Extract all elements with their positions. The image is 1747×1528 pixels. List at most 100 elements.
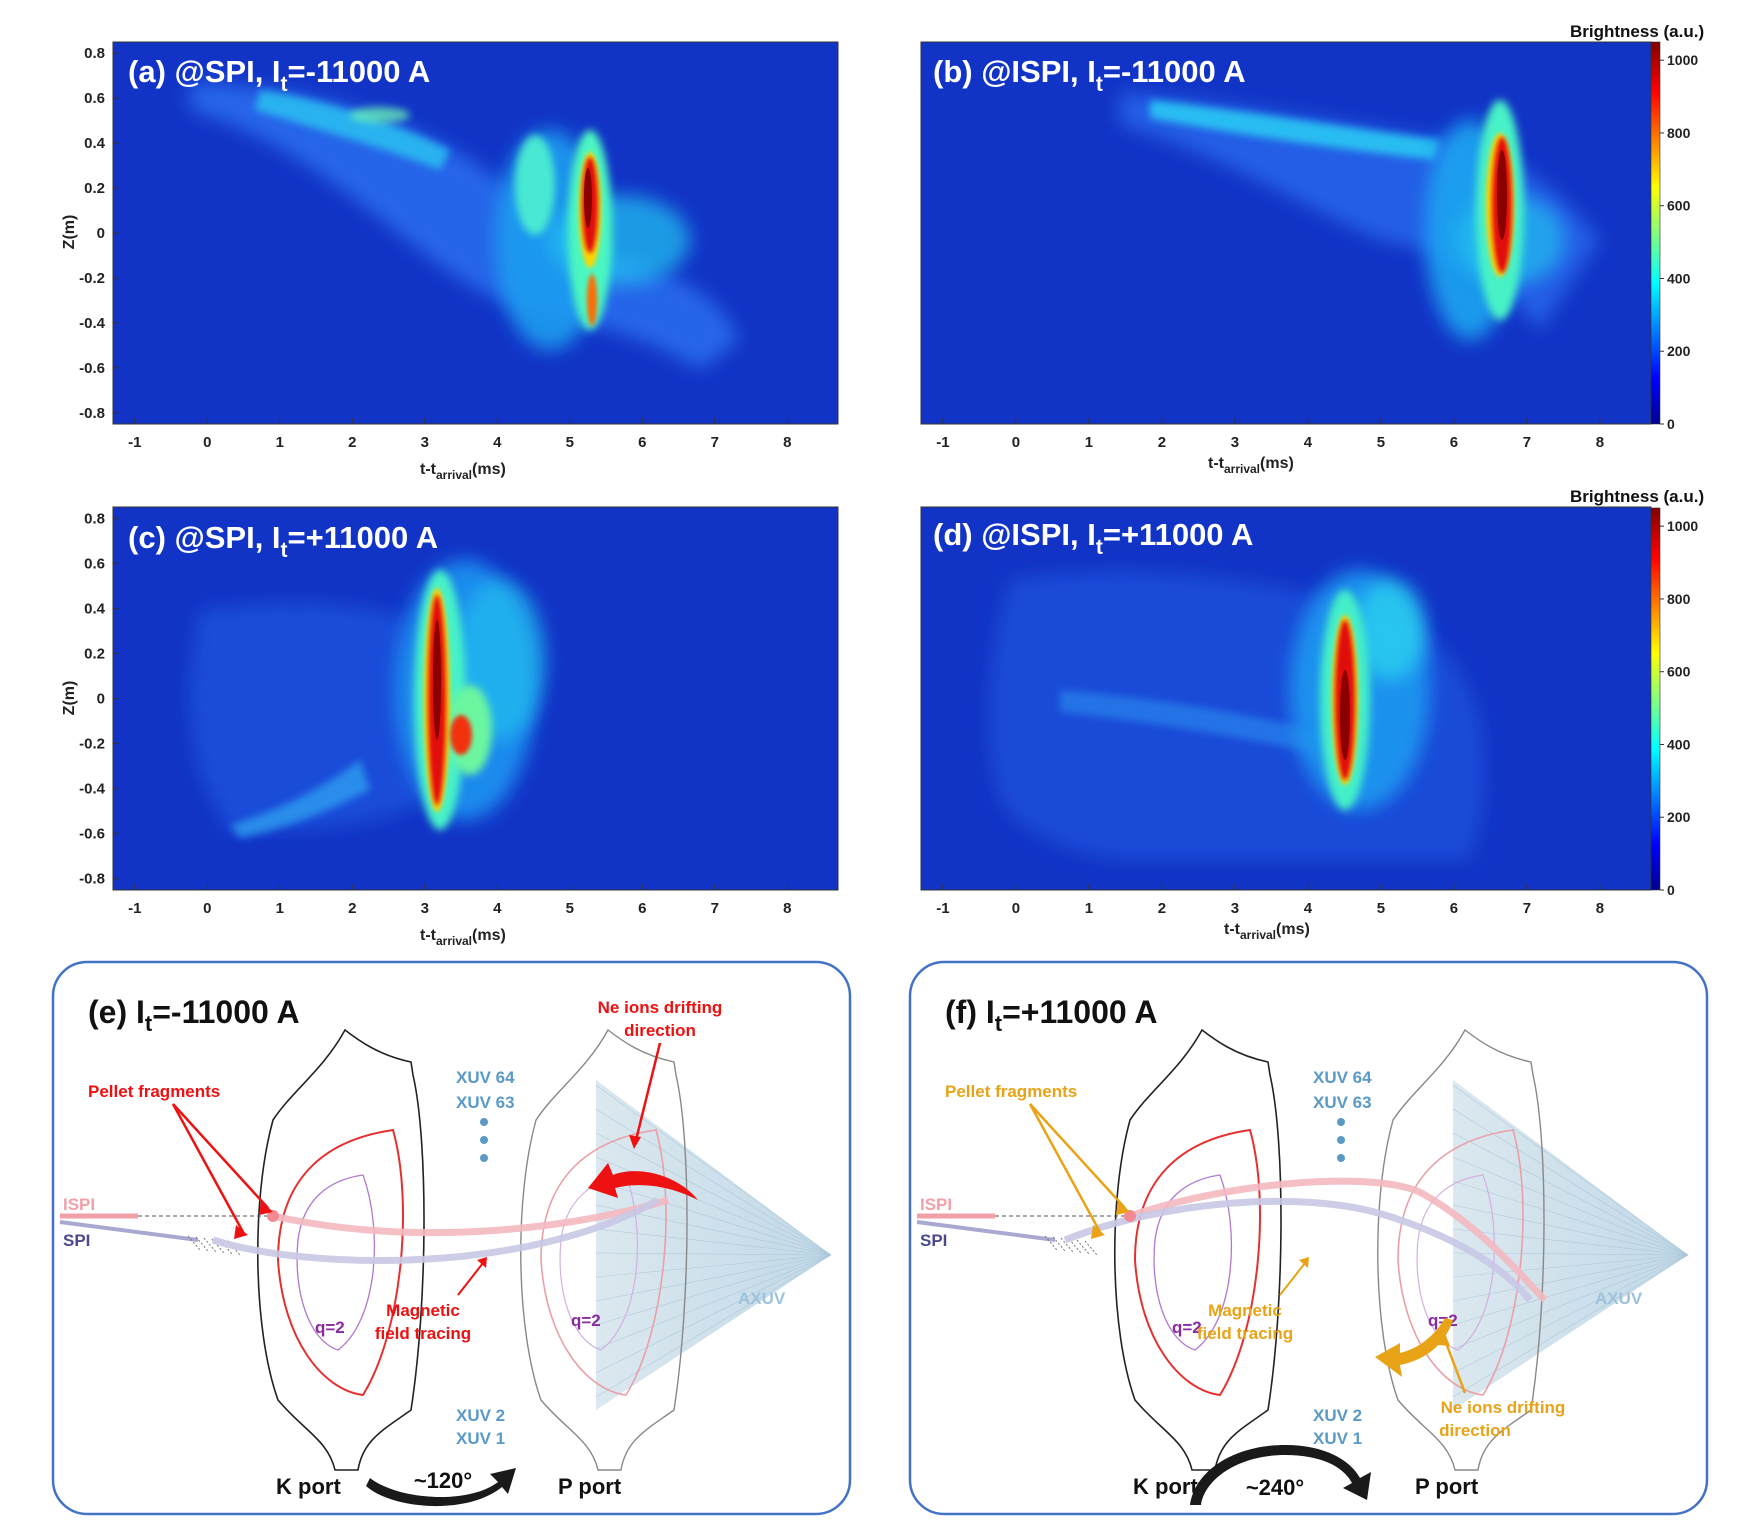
rotation-arrow [366, 1468, 516, 1507]
colorbar-tick-label: 400 [1667, 736, 1691, 752]
x-tick-label: 6 [638, 900, 646, 917]
diagram-title: (e) It=-11000 A [88, 994, 300, 1036]
x-tick-label: 7 [1523, 900, 1531, 917]
q2-surface [1153, 1174, 1233, 1351]
k-port-label: K port [1133, 1474, 1198, 1499]
rotation-arrow [1190, 1445, 1371, 1505]
axuv-label: AXUV [1595, 1289, 1643, 1308]
x-tick-label: 7 [711, 434, 719, 451]
x-tick-label: -1 [128, 900, 141, 917]
x-tick-label: 0 [1012, 434, 1020, 451]
x-tick-label: -1 [128, 434, 141, 451]
colorbar-tick-label: 200 [1667, 809, 1691, 825]
y-tick-label: 0 [97, 225, 105, 242]
lcfs [540, 1129, 667, 1396]
xuv-2-label: XUV 2 [456, 1406, 505, 1425]
k-port-label: K port [276, 1474, 341, 1499]
x-tick-label: 4 [493, 434, 502, 451]
angle-label: ~120° [414, 1468, 472, 1493]
p-port-label: P port [1415, 1474, 1479, 1499]
x-tick-label: 1 [1085, 434, 1093, 451]
panel-c-xlabel: t-tarrival(ms) [420, 927, 506, 948]
ispi-label: ISPI [920, 1195, 952, 1214]
axuv-label: AXUV [738, 1289, 786, 1308]
drift-arrow [588, 1163, 698, 1200]
colorbar-tick-label: 1000 [1667, 518, 1698, 534]
colorbar-tick-label: 800 [1667, 125, 1691, 141]
colorbar-tick-label: 1000 [1667, 52, 1698, 68]
lcfs [1133, 1128, 1261, 1397]
x-tick-label: -1 [936, 434, 949, 451]
x-tick-label: 3 [421, 434, 429, 451]
x-tick-label: 3 [1231, 900, 1239, 917]
y-tick-label: 0.8 [84, 510, 105, 527]
field-tracing-label: Magnetic [386, 1301, 460, 1320]
panel-c-ylabel: Z(m) [61, 681, 78, 716]
colorbar-title: Brightness (a.u.) [1570, 487, 1704, 506]
axuv-fan [596, 1080, 831, 1410]
colorbar-tick-label: 0 [1667, 882, 1675, 898]
field-line-ispi [1128, 1177, 1548, 1303]
y-tick-label: 0 [97, 691, 105, 708]
ellipsis-dot [1337, 1154, 1345, 1162]
colorbar-tick-label: 600 [1667, 664, 1691, 680]
x-tick-label: 2 [348, 434, 356, 451]
x-tick-label: 4 [493, 900, 502, 917]
drift-arrow [1375, 1318, 1453, 1377]
drift-direction-label: direction [624, 1021, 696, 1040]
panel-c-title: (c) @SPI, It=+11000 A [128, 520, 438, 562]
x-tick-label: 2 [348, 900, 356, 917]
lcfs [276, 1128, 404, 1397]
pellet-fragment [267, 1210, 279, 1222]
heatmap-emission [190, 82, 740, 370]
drift-direction-label: Ne ions drifting [1441, 1398, 1566, 1417]
y-tick-label: -0.4 [79, 315, 106, 332]
q2-label: q=2 [571, 1311, 601, 1330]
colorbar-title: Brightness (a.u.) [1570, 22, 1704, 41]
x-tick-label: 8 [783, 434, 791, 451]
field-line-spi [1063, 1197, 1533, 1303]
x-tick-label: 6 [638, 434, 646, 451]
x-tick-label: 0 [203, 900, 211, 917]
x-tick-label: 6 [1450, 900, 1458, 917]
ellipsis-dot [480, 1118, 488, 1126]
ellipsis-dot [1337, 1136, 1345, 1144]
panel-a-ylabel: Z(m) [61, 215, 78, 250]
x-tick-label: 1 [276, 900, 284, 917]
y-tick-label: 0.6 [84, 90, 105, 107]
spi-injector [916, 1220, 1056, 1242]
x-tick-label: 8 [1596, 900, 1604, 917]
xuv-63-label: XUV 63 [1313, 1093, 1372, 1112]
p-port-vessel [1377, 1028, 1545, 1471]
colorbar-tick-label: 200 [1667, 343, 1691, 359]
x-tick-label: 0 [203, 434, 211, 451]
spi-label: SPI [920, 1231, 947, 1250]
y-tick-label: -0.2 [79, 736, 105, 753]
panel-b-xlabel: t-tarrival(ms) [1208, 455, 1294, 476]
pellet-fragments-label: Pellet fragments [88, 1082, 220, 1101]
y-tick-label: 0.2 [84, 645, 105, 662]
p-port-label: P port [558, 1474, 622, 1499]
lcfs [1397, 1129, 1524, 1396]
field-tracing-label: field tracing [375, 1324, 471, 1343]
panel-d-xlabel: t-tarrival(ms) [1224, 921, 1310, 942]
diagram-frame [51, 960, 852, 1516]
y-tick-label: -0.6 [79, 826, 105, 843]
y-tick-label: 0.6 [84, 555, 105, 572]
colorbar-tick-label: 800 [1667, 591, 1691, 607]
xuv-2-label: XUV 2 [1313, 1406, 1362, 1425]
spi-injector [59, 1220, 199, 1242]
p-port-vessel [520, 1028, 688, 1471]
diagram-title: (f) It=+11000 A [945, 994, 1157, 1036]
angle-label: ~240° [1246, 1475, 1304, 1500]
x-tick-label: -1 [936, 900, 949, 917]
xuv-64-label: XUV 64 [1313, 1068, 1372, 1087]
x-tick-label: 1 [276, 434, 284, 451]
y-tick-label: -0.4 [79, 781, 106, 798]
colorbar-tick-label: 0 [1667, 416, 1675, 432]
panel-a-xlabel: t-tarrival(ms) [420, 461, 506, 482]
